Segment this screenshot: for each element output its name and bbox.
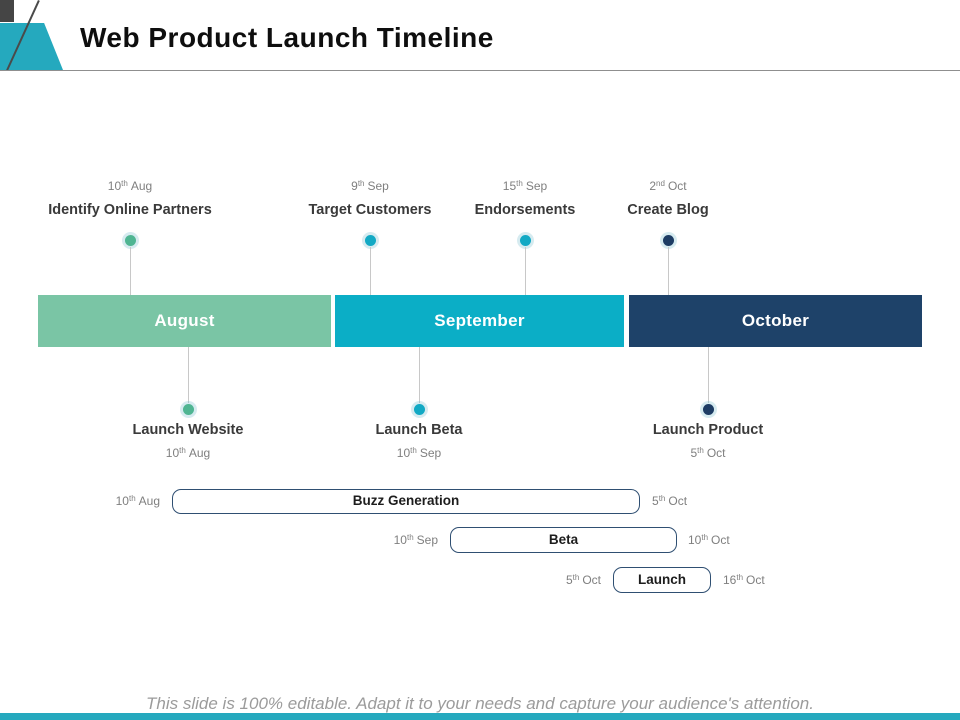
gantt-bar-beta: Beta — [450, 527, 677, 553]
milestone-label: Create Blog — [627, 202, 709, 218]
month-segment-august: August — [38, 295, 331, 347]
title-underline — [0, 70, 960, 71]
milestone-connector — [667, 247, 669, 295]
milestone-connector — [524, 247, 526, 295]
milestone-connector — [707, 347, 709, 403]
milestone-dot — [124, 234, 136, 246]
milestone-dot — [413, 403, 425, 415]
milestone-dot — [662, 234, 674, 246]
milestone-label: Identify Online Partners — [48, 202, 212, 218]
gantt-bar-buzz-generation: Buzz Generation — [172, 489, 640, 514]
milestone-connector — [418, 347, 420, 403]
month-segment-october: October — [629, 295, 922, 347]
corner-gray-shape — [0, 0, 14, 22]
milestone-label: Launch Website — [132, 422, 244, 438]
milestone-dot — [519, 234, 531, 246]
gantt-bar-launch: Launch — [613, 567, 711, 593]
page-title: Web Product Launch Timeline — [80, 22, 494, 53]
milestone-connector — [129, 247, 131, 295]
milestone-dot — [182, 403, 194, 415]
footer-note: This slide is 100% editable. Adapt it to… — [146, 694, 814, 713]
milestone-label: Launch Beta — [375, 422, 463, 438]
milestone-connector — [187, 347, 189, 403]
milestone-label: Target Customers — [308, 202, 432, 218]
month-segment-september: September — [335, 295, 624, 347]
bottom-accent-bar — [0, 713, 960, 720]
milestone-connector — [369, 247, 371, 295]
milestone-label: Launch Product — [652, 422, 764, 438]
milestone-dot — [364, 234, 376, 246]
milestone-dot — [702, 403, 714, 415]
milestone-label: Endorsements — [474, 202, 576, 218]
